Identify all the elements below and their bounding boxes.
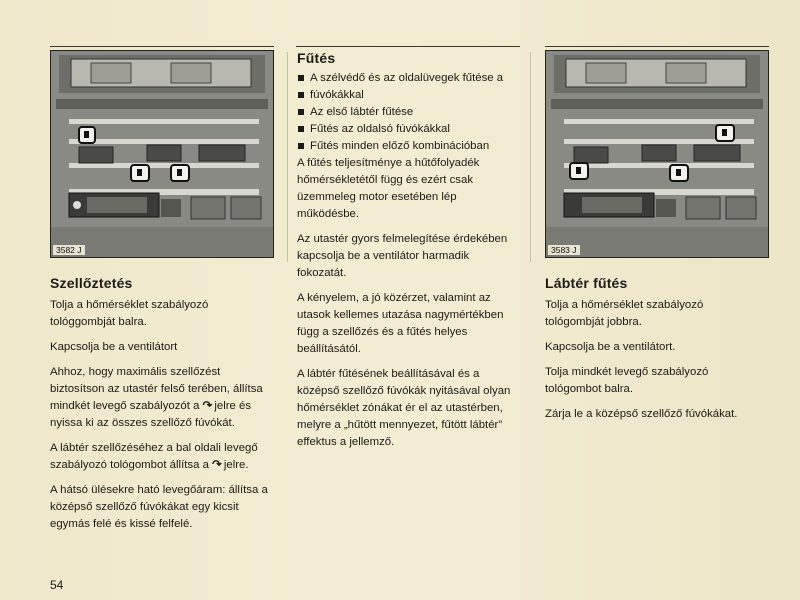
list-item: A szélvédő és az oldalüvegek fűtése a — [297, 70, 503, 87]
left-body-text: Tolja a hőmérséklet szabályozó tológgomb… — [50, 297, 285, 541]
page-number: 54 — [50, 578, 64, 592]
list-item: Az első lábtér fűtése — [297, 104, 503, 121]
top-rule-middle — [296, 46, 520, 47]
paragraph: A lábtér szellőzéséhez a bal oldali leve… — [50, 440, 285, 474]
paragraph: Tolja a hőmérséklet szabályozó tológombj… — [545, 299, 704, 328]
paragraph: Az utastér gyors felmelegítése érdekében… — [297, 233, 508, 279]
paragraph: A lábtér fűtésének beállításával és a kö… — [297, 368, 511, 448]
section-heading-heating: Fűtés — [297, 50, 336, 66]
paragraph: A kényelem, a jó közérzet, valamint az u… — [297, 292, 504, 355]
middle-body-text: A fűtés teljesítménye a hűtőfolyadék hőm… — [297, 155, 532, 459]
paragraph: A hátsó ülésekre ható levegőáram: állíts… — [50, 484, 268, 530]
section-heading-footwell-heating: Lábtér fűtés — [545, 275, 628, 291]
image-reference-label: 3583 J — [548, 245, 580, 255]
heating-modes-list: A szélvédő és az oldalüvegek fűtése a fú… — [297, 70, 503, 155]
image-reference-label: 3582 J — [53, 245, 85, 255]
list-item: Fűtés az oldalsó fúvókákkal — [297, 121, 503, 138]
left-illustration: 3582 J — [50, 50, 274, 258]
paragraph: Kapcsolja be a ventilátort — [50, 341, 178, 353]
paragraph: A fűtés teljesítménye a hűtőfolyadék hőm… — [297, 157, 480, 220]
list-item-continuation: fúvókákkal — [297, 87, 503, 104]
paragraph: Kapcsolja be a ventilátort. — [545, 341, 676, 353]
dashboard-heater-controls-illustration — [546, 51, 768, 257]
paragraph: Zárja le a középső szellőző fúvókákat. — [545, 408, 738, 420]
ventilation-fan-icon: ↷ — [202, 400, 212, 412]
section-heading-ventilation: Szellőztetés — [50, 275, 133, 291]
right-illustration: 3583 J — [545, 50, 769, 258]
footwell-fan-icon: ↷ — [212, 459, 221, 471]
right-body-text: Tolja a hőmérséklet szabályozó tológombj… — [545, 297, 780, 431]
paragraph: Tolja mindkét levegő szabályozó tológomb… — [545, 366, 709, 395]
dashboard-vent-controls-illustration — [51, 51, 273, 257]
top-rule-left — [50, 46, 274, 47]
paragraph: Ahhoz, hogy maximális szellőzést biztosí… — [50, 366, 263, 429]
paragraph: Tolja a hőmérséklet szabályozó tológgomb… — [50, 299, 209, 328]
column-divider-left — [287, 52, 288, 262]
list-item: Fűtés minden előző kombinációban — [297, 138, 503, 155]
top-rule-right — [545, 46, 769, 47]
column-divider-right — [530, 52, 531, 262]
